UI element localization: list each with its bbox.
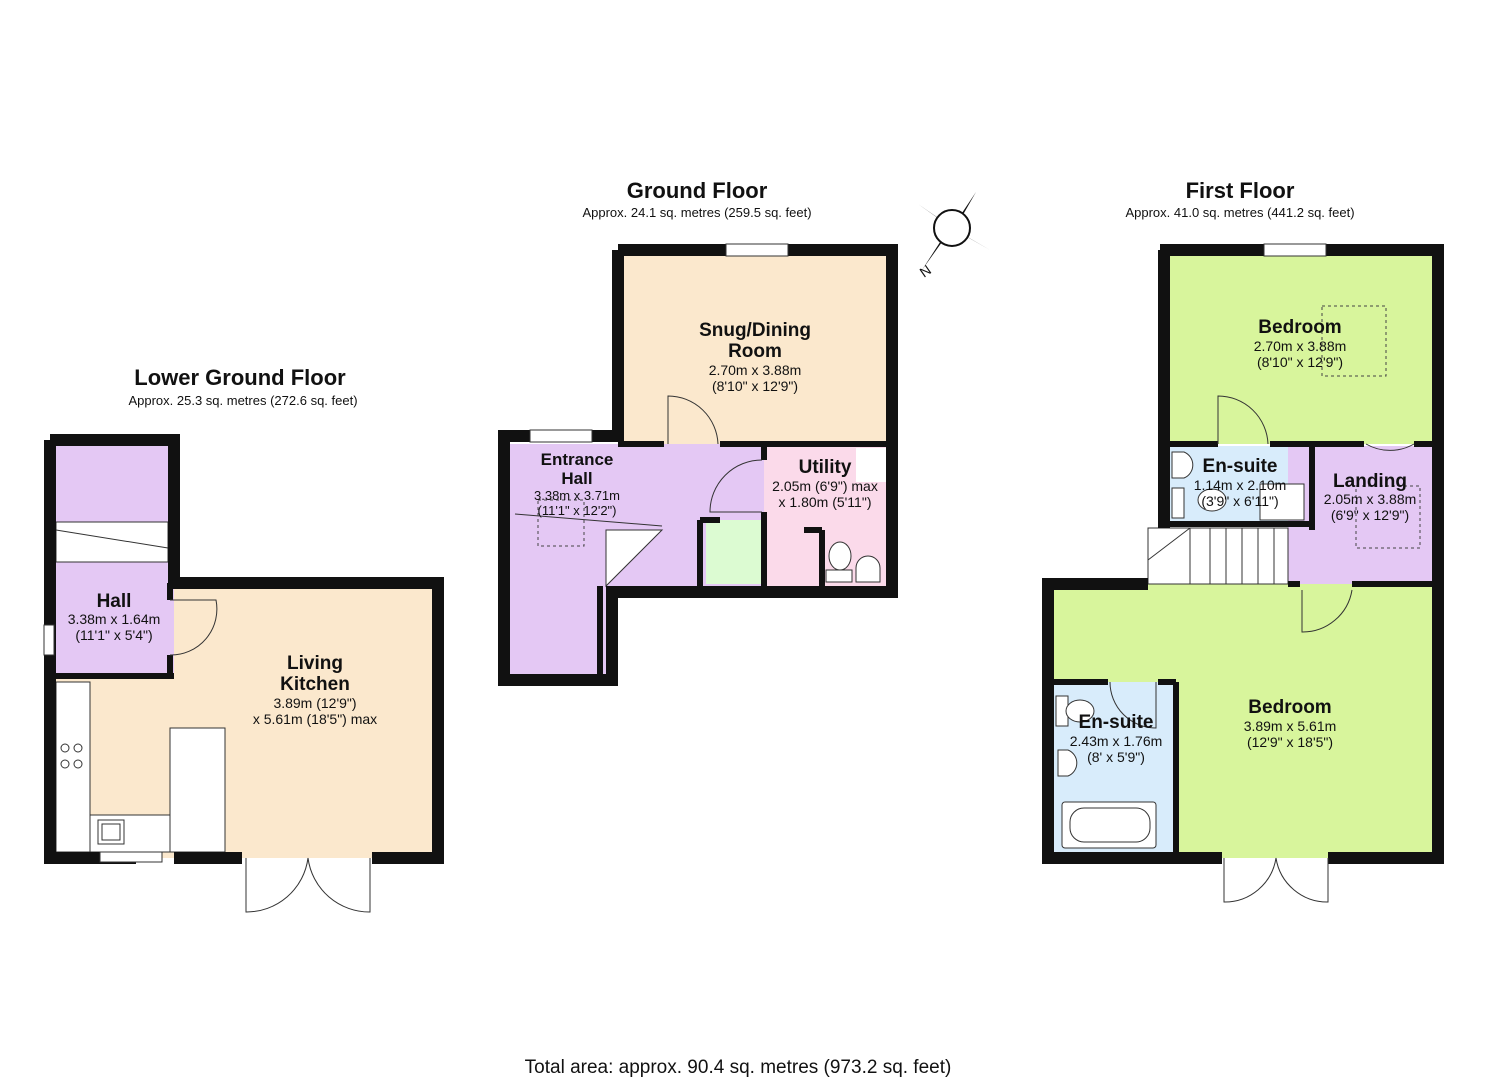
ensuite1-label: En-suite [1203,456,1278,477]
utility-label: Utility [799,457,852,478]
bath-icon [1061,801,1157,849]
door-ensuite2 [1109,681,1157,729]
basin-icon [855,555,881,583]
basin-icon [1057,749,1078,777]
toilet-icon [1055,695,1095,727]
toilet-icon [825,541,853,583]
first-floor-title: First Floor [1186,178,1295,203]
utility-recess [856,448,886,482]
window [529,429,593,443]
snug-dimensions-imperial: (8'10" x 12'9") [712,378,798,394]
landing-dimensions: 2.05m x 3.88m [1324,491,1417,507]
cupboard-area [706,520,762,584]
first-floor: First Floor Approx. 41.0 sq. metres (441… [1042,178,1444,903]
first-outer-wall [1042,244,1444,864]
snug-label-2: Room [728,341,782,362]
sink-icon [97,819,125,845]
basin-icon [1171,451,1194,479]
door-french-right [307,857,371,913]
shower-icon [1259,483,1305,521]
utility-dimensions-2: x 1.80m (5'11") [779,494,872,510]
bedroom1-dimensions: 2.70m x 3.88m [1254,338,1347,354]
stairs [55,521,169,563]
door-french-left [245,857,309,913]
ground-floor-title: Ground Floor [627,178,768,203]
lower-ground-floor: Lower Ground Floor Approx. 25.3 sq. metr… [43,365,444,913]
entrance-hall-label-2: Hall [561,469,592,488]
window [725,243,789,257]
door-french-right [1275,857,1329,903]
toilet-icon [1171,487,1227,519]
stairs [1147,527,1289,585]
hall-label: Hall [97,591,132,612]
entrance-hall-label: Entrance [541,450,614,469]
entrance-hall-dimensions: 3.38m x 3.71m [534,488,620,503]
ensuite2-dimensions-imperial: (8' x 5'9") [1087,749,1145,765]
living-kitchen-label-2: Kitchen [280,674,350,695]
compass-icon: N [917,192,990,280]
ensuite2-label: En-suite [1079,712,1154,733]
kitchen-counter [55,681,91,853]
living-kitchen-dimensions-2: x 5.61m (18'5") max [253,711,377,727]
total-area: Total area: approx. 90.4 sq. metres (973… [525,1057,952,1078]
hall-dimensions: 3.38m x 1.64m [68,611,161,627]
ground-floor-area: Approx. 24.1 sq. metres (259.5 sq. feet) [582,205,811,220]
loft-hatch [1321,305,1387,377]
snug-area [622,254,892,444]
hob-icon [60,743,83,769]
landing-hatch [1355,485,1421,549]
door-landing [1365,443,1415,451]
hall-dimensions-imperial: (11'1" x 5'4") [75,627,152,643]
compass-north-label: N [917,262,934,281]
window [99,851,163,863]
ground-outer-wall [498,244,898,686]
stairs [514,499,664,588]
window [1263,243,1327,257]
door-bedroom2 [1301,589,1353,633]
entrance-hall-lower [506,586,606,680]
kitchen-island [169,727,226,853]
bedroom2-dimensions: 3.89m x 5.61m [1244,718,1337,734]
door-french-left [1223,857,1277,903]
living-kitchen-label: Living [287,653,343,674]
first-floor-area: Approx. 41.0 sq. metres (441.2 sq. feet) [1125,205,1354,220]
utility-dimensions: 2.05m (6'9") max [772,478,878,494]
ensuite2-dimensions: 2.43m x 1.76m [1070,733,1163,749]
door-hall [169,599,218,656]
window [43,624,55,656]
entrance-hall-dimensions-imperial: (11'1" x 12'2") [538,503,617,518]
snug-dimensions: 2.70m x 3.88m [709,362,802,378]
landing-label: Landing [1333,471,1407,492]
door-utility [709,459,763,513]
ground-floor: Ground Floor Approx. 24.1 sq. metres (25… [498,178,898,686]
bedroom1-dimensions-imperial: (8'10" x 12'9") [1257,354,1343,370]
door-bedroom1 [1217,395,1269,445]
bedroom1-area [1164,254,1434,444]
ensuite1-dimensions: 1.14m x 2.10m [1194,477,1287,493]
lower-ground-floor-title: Lower Ground Floor [134,365,346,390]
living-kitchen-dimensions: 3.89m (12'9") [273,695,356,711]
door-snug [667,395,719,445]
lower-ground-floor-area: Approx. 25.3 sq. metres (272.6 sq. feet) [128,393,357,408]
living-kitchen-upper-area [174,583,438,683]
snug-label: Snug/Dining [699,320,811,341]
bedroom2-label: Bedroom [1248,697,1331,718]
bedroom2-dimensions-imperial: (12'9" x 18'5") [1247,734,1333,750]
landing-dimensions-imperial: (6'9" x 12'9") [1331,507,1409,523]
bedroom1-label: Bedroom [1258,317,1341,338]
ensuite1-dimensions-imperial: (3'9" x 6'11") [1201,493,1278,509]
